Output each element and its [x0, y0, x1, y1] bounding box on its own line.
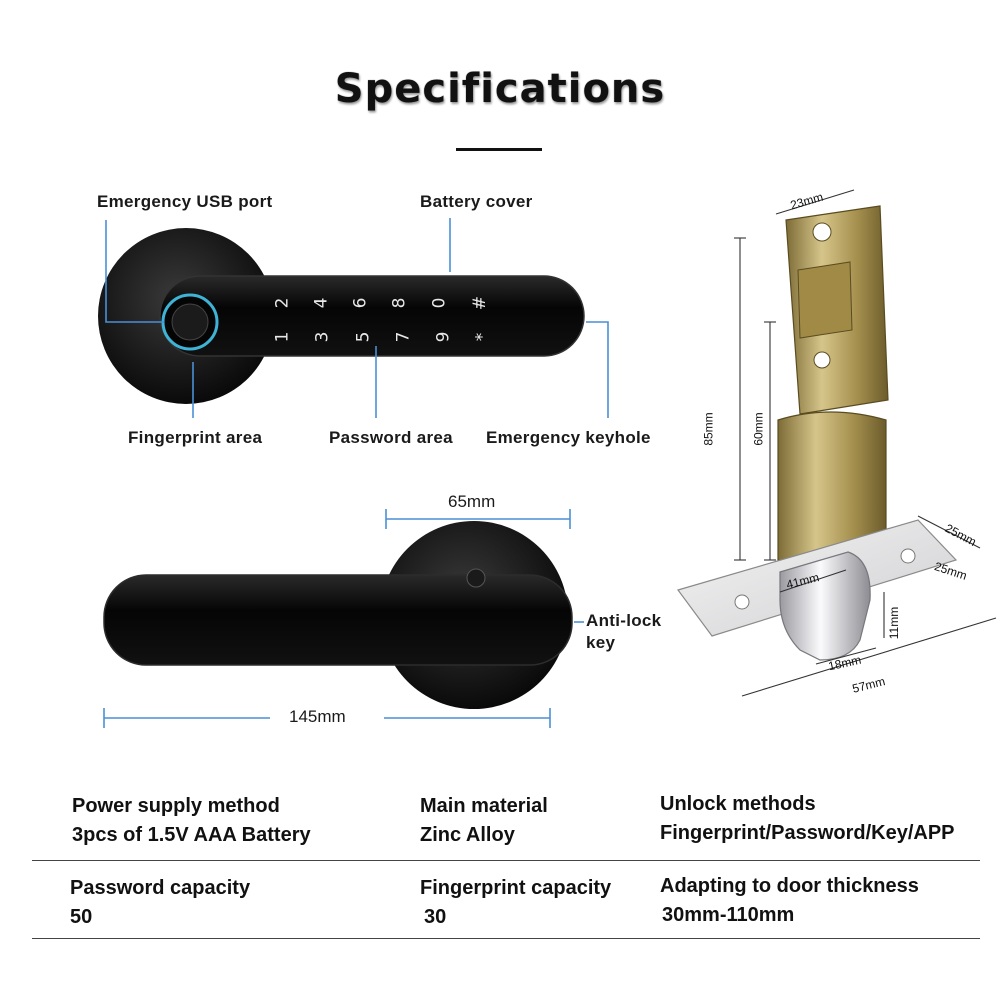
- spec-cell: Adapting to door thickness 30mm-110mm: [660, 872, 919, 930]
- latch-bolt: [779, 551, 871, 661]
- dim-handle-width: 65mm: [448, 492, 496, 511]
- spec-cell: Unlock methods Fingerprint/Password/Key/…: [660, 790, 955, 848]
- spec-cell: Main material Zinc Alloy: [420, 792, 548, 850]
- spec-label: Fingerprint capacity: [420, 877, 612, 899]
- dim-latch-backset-height: 60mm: [751, 412, 766, 446]
- spec-cell: Power supply method 3pcs of 1.5V AAA Bat…: [72, 792, 311, 850]
- spec-label: Main material: [420, 795, 548, 817]
- spec-value: Fingerprint/Password/Key/APP: [660, 822, 955, 844]
- anti-lock-key-icon: [466, 568, 486, 588]
- latch-dimension-lines: [734, 189, 997, 697]
- spec-value: 30: [424, 906, 447, 928]
- spec-row-divider: [32, 938, 980, 939]
- label-password-area: Password area: [329, 428, 453, 447]
- label-anti-lock-key: Anti-lock key: [586, 610, 661, 654]
- spec-cell: Fingerprint capacity 30: [420, 874, 611, 932]
- dim-bolt-height: 11mm: [887, 606, 902, 640]
- latch-hole: [813, 351, 831, 369]
- spec-label: Password capacity: [70, 877, 251, 899]
- page-title: Specifications: [334, 66, 666, 112]
- dim-latch-total-height: 85mm: [701, 412, 716, 446]
- spec-value: 50: [70, 906, 93, 928]
- label-emergency-keyhole: Emergency keyhole: [486, 428, 651, 447]
- spec-cell: Password capacity 50: [70, 874, 250, 932]
- anti-lock-line1: Anti-lock: [586, 611, 662, 630]
- spec-label: Unlock methods: [660, 793, 816, 815]
- callout-lines: [105, 218, 609, 418]
- anti-lock-line2: key: [586, 633, 616, 652]
- latch-cam: [797, 261, 853, 339]
- side-lever: [103, 574, 573, 666]
- dimension-lines: [103, 509, 584, 728]
- faceplate-screw-hole: [900, 548, 916, 564]
- spec-value: 30mm-110mm: [662, 904, 795, 926]
- label-usb-port: Emergency USB port: [97, 192, 273, 211]
- front-lever: [159, 275, 585, 357]
- faceplate-screw-hole: [734, 594, 750, 610]
- fingerprint-pad-icon: [171, 303, 209, 341]
- latch-hole: [812, 222, 832, 242]
- spec-label: Power supply method: [72, 795, 280, 817]
- label-battery-cover: Battery cover: [420, 192, 533, 211]
- title-underline: [456, 148, 542, 151]
- dim-handle-length: 145mm: [289, 707, 346, 726]
- label-fingerprint-area: Fingerprint area: [128, 428, 263, 447]
- spec-value: Zinc Alloy: [420, 824, 515, 846]
- spec-label: Adapting to door thickness: [660, 875, 919, 897]
- spec-row-divider: [32, 860, 980, 861]
- spec-value: 3pcs of 1.5V AAA Battery: [72, 824, 311, 846]
